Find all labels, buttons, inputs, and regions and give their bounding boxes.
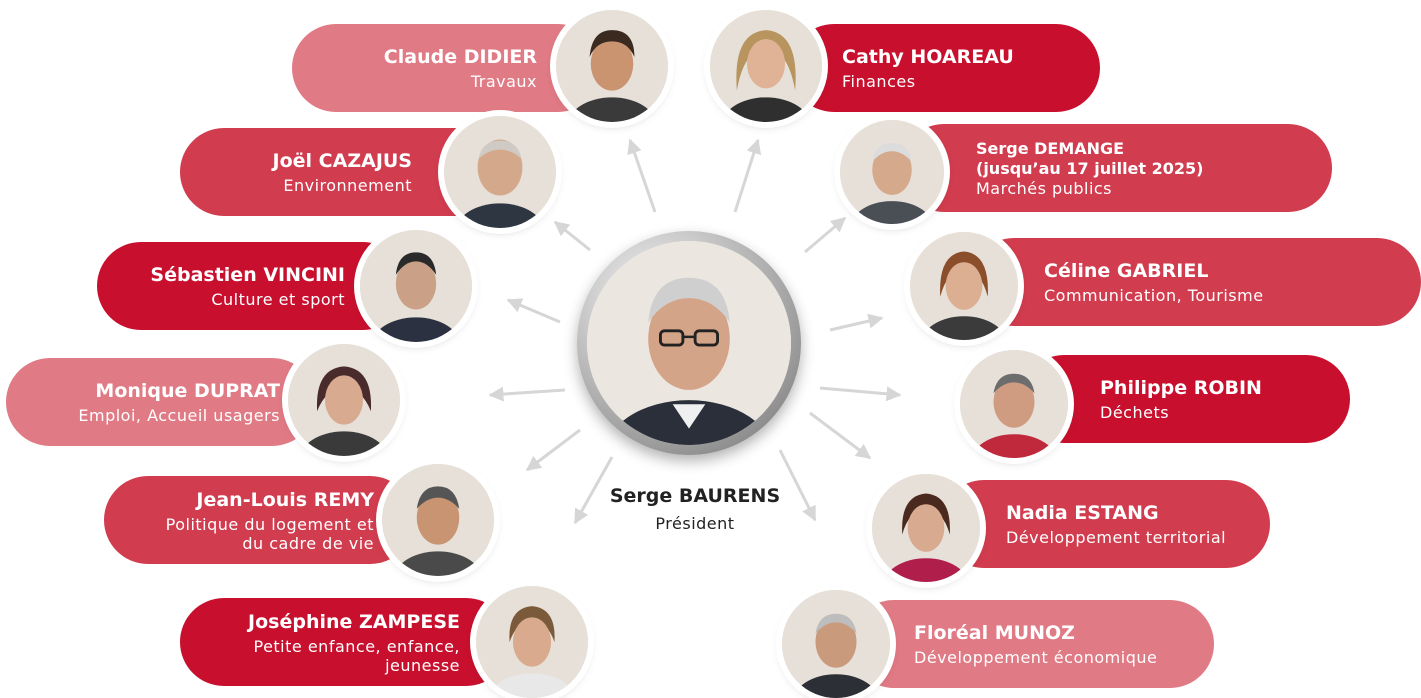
arrow-jean-louis-remy [525,428,581,472]
member-name: Joël CAZAJUS [272,150,412,172]
member-name: Joséphine ZAMPESE [248,610,460,633]
member-card-philippe-robin: Philippe ROBIN Déchets [1020,355,1350,443]
member-name: Monique DUPRAT [95,380,280,402]
president-role: Président [655,514,735,533]
member-role: Marchés publics [976,178,1113,198]
member-role: Culture et sport [211,290,345,309]
member-role: Développement économique [914,648,1158,667]
member-name: Claude DIDIER [383,46,537,68]
member-role: Politique du logement et du cadre de vie [165,514,374,553]
member-role: Petite enfance, enfance, jeunesse [253,636,460,675]
member-name: Sébastien VINCINI [150,264,345,286]
member-name: Serge DEMANGE [976,138,1125,158]
arrow-serge-demange [804,216,847,254]
arrow-celine-gabriel [829,313,884,332]
member-card-floreal-munoz: Floréal MUNOZ Développement économique [850,600,1214,688]
avatar-nadia-estang [872,474,980,582]
avatar-josephine-zampese [476,586,588,698]
member-card-claude-didier: Claude DIDIER Travaux [292,24,602,112]
member-name: Cathy HOAREAU [842,46,1014,68]
arrow-nadia-estang [809,411,872,460]
avatar-sebastien-vincini [360,230,472,342]
avatar-joel-cazajus [444,116,556,228]
member-note: (jusqu’au 17 juillet 2025) [976,158,1204,178]
member-role: Travaux [470,72,537,91]
avatar-philippe-robin [960,350,1068,458]
member-card-monique-duprat: Monique DUPRAT Emploi, Accueil usagers [6,358,316,446]
member-card-josephine-zampese: Joséphine ZAMPESE Petite enfance, enfanc… [180,598,510,686]
avatar-cathy-hoareau [710,10,822,122]
member-card-jean-louis-remy: Jean-Louis REMY Politique du logement et… [104,476,414,564]
member-card-sebastien-vincini: Sébastien VINCINI Culture et sport [97,242,407,330]
arrow-cathy-hoareau [733,138,762,213]
avatar-jean-louis-remy [382,464,494,576]
arrow-monique-duprat [488,386,566,402]
member-card-serge-demange: Serge DEMANGE (jusqu’au 17 juillet 2025)… [900,124,1332,212]
member-name: Floréal MUNOZ [914,622,1075,644]
member-card-celine-gabriel: Céline GABRIEL Communication, Tourisme [970,238,1421,326]
avatar-monique-duprat [288,344,400,456]
avatar-celine-gabriel [910,232,1018,340]
member-role: Emploi, Accueil usagers [78,406,280,425]
avatar-serge-demange [840,120,944,224]
member-name: Jean-Louis REMY [196,488,374,511]
member-name: Céline GABRIEL [1044,260,1209,282]
avatar-floreal-munoz [782,590,890,698]
arrow-josephine-zampese [573,456,614,525]
member-role: Déchets [1100,403,1170,422]
arrow-claude-didier [627,138,657,213]
arrow-philippe-robin [819,386,902,402]
arrow-floreal-munoz [778,449,817,522]
member-role: Développement territorial [1006,528,1227,547]
arrow-sebastien-vincini [506,298,561,324]
member-name: Philippe ROBIN [1100,377,1262,399]
member-card-cathy-hoareau: Cathy HOAREAU Finances [790,24,1100,112]
member-card-nadia-estang: Nadia ESTANG Développement territorial [940,480,1270,568]
president-avatar [577,231,801,455]
member-role: Finances [842,72,916,91]
member-role: Environnement [283,176,412,195]
member-role: Communication, Tourisme [1044,286,1264,305]
arrow-joel-cazajus [553,220,591,252]
avatar-claude-didier [556,10,668,122]
member-name: Nadia ESTANG [1006,502,1159,524]
president-name: Serge BAURENS [609,485,781,507]
